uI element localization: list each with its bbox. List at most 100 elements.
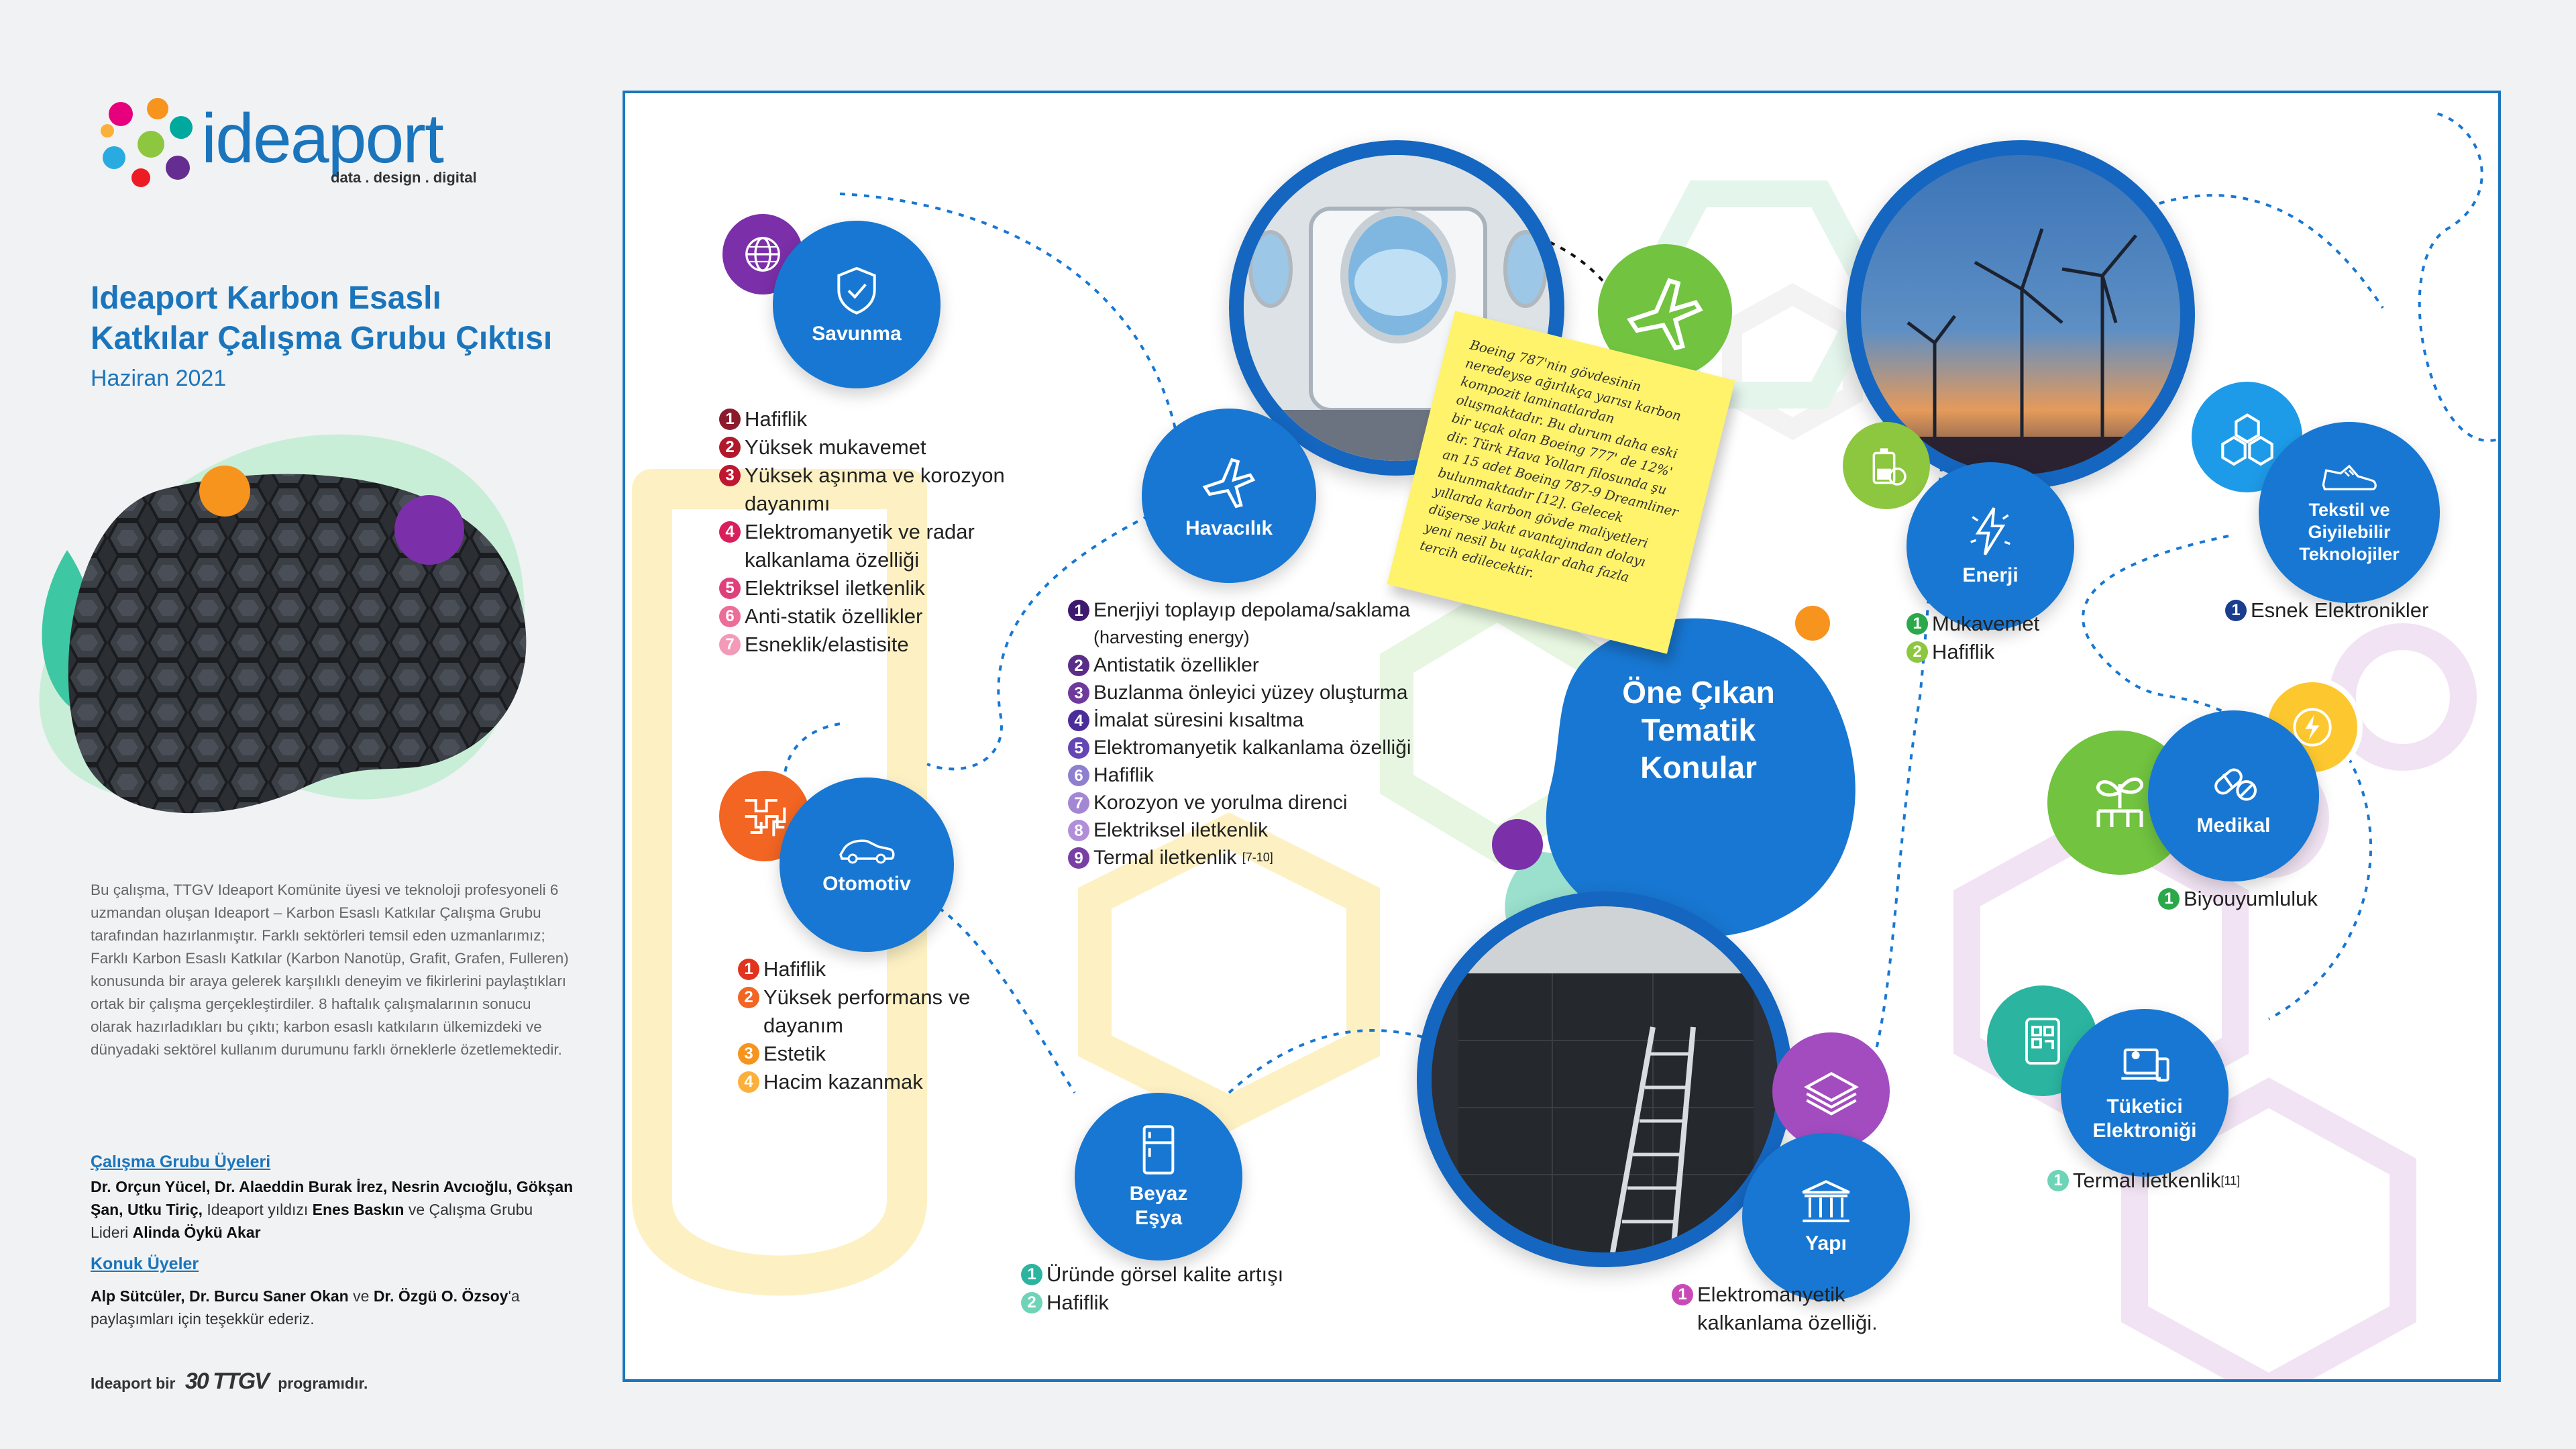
sector-medikal[interactable]: Medikal — [2148, 710, 2319, 881]
num-badge: 4 — [1068, 710, 1089, 731]
item-text: Korozyon ve yorulma direnci — [1093, 792, 1348, 814]
item-text: Antistatik özellikler — [1093, 654, 1259, 676]
num-badge: 9 — [1068, 847, 1089, 869]
havacilik-label: Havacılık — [1185, 517, 1273, 539]
num-badge: 1 — [719, 409, 741, 430]
item-text: Hafiflik — [763, 957, 826, 981]
building-icon — [1802, 1180, 1850, 1222]
list-item-sub: (harvesting energy) — [1068, 624, 1444, 651]
beyaz-esya-label-1: Beyaz — [1129, 1183, 1188, 1205]
num-badge: 6 — [719, 606, 741, 627]
sector-tuketici-elektronigi[interactable]: Tüketici Elektroniği — [2061, 1009, 2229, 1177]
sector-beyaz-esya[interactable]: Beyaz Eşya — [1075, 1093, 1242, 1260]
ttgv-logo: 30 TTGV — [184, 1368, 270, 1394]
sector-tekstil[interactable]: Tekstil ve Giyilebilir Teknolojiler — [2259, 422, 2440, 603]
beyaz-esya-label-2: Eşya — [1134, 1207, 1183, 1229]
carbon-blob-image — [39, 434, 527, 814]
citation: [11] — [2220, 1174, 2241, 1187]
item-text: (harvesting energy) — [1093, 627, 1250, 647]
item-text: Elektromanyetik kalkanlama özelliği. — [1697, 1283, 1878, 1334]
sector-havacilik[interactable]: Havacılık — [1142, 409, 1316, 583]
center-title-line-1: Öne Çıkan — [1622, 675, 1775, 710]
num-badge: 2 — [738, 987, 759, 1008]
num-badge: 2 — [719, 437, 741, 458]
num-badge: 1 — [2047, 1170, 2069, 1191]
logo-wordmark: ideaport — [201, 100, 444, 178]
item-text: Esnek Elektronikler — [2251, 598, 2429, 622]
item-text: Termal iletkenlik — [1093, 847, 1237, 869]
tekstil-label: Tekstil ve Giyilebilir Teknolojiler — [2299, 499, 2400, 566]
item-text: Enerjiyi toplayıp depolama/saklama — [1093, 599, 1410, 621]
guests-names: Alp Sütcüler, Dr. Burcu Saner Okan — [91, 1287, 349, 1305]
sector-yapi[interactable]: Yapı — [1742, 1133, 1910, 1301]
item-text: İmalat süresini kısaltma — [1093, 709, 1304, 731]
members-and: ve Çalışma Grubu Lideri — [91, 1201, 533, 1241]
item-text: Yüksek performans ve dayanım — [763, 985, 971, 1037]
sector-otomotiv[interactable]: Otomotiv — [780, 777, 954, 952]
sticky-note-text: Boeing 787'nin gövdesinin neredeyse ağır… — [1418, 337, 1683, 586]
num-badge: 1 — [1907, 613, 1928, 635]
num-badge: 1 — [738, 959, 759, 980]
num-badge: 2 — [1068, 655, 1089, 676]
guests-last: Dr. Özgü O. Özsoy — [373, 1287, 508, 1305]
construction-image — [1432, 906, 1778, 1252]
yapi-label: Yapı — [1805, 1232, 1847, 1254]
item-text: Hacim kazanmak — [763, 1070, 923, 1093]
item-text: Elektriksel iletkenlik — [1093, 819, 1269, 841]
shield-icon — [837, 266, 876, 315]
num-badge: 7 — [719, 634, 741, 655]
item-text: Termal iletkenlik — [2073, 1169, 2221, 1192]
num-badge: 1 — [2225, 600, 2247, 621]
report-date: Haziran 2021 — [91, 366, 227, 391]
guests-thanks: 'a paylaşımları için teşekkür ederiz. — [91, 1287, 520, 1328]
sector-savunma[interactable]: Savunma — [773, 221, 941, 388]
item-text: Hafiflik — [1046, 1291, 1110, 1314]
item-text: Hafiflik — [1093, 764, 1155, 786]
sector-enerji[interactable]: Enerji — [1907, 462, 2074, 630]
item-text: Mukavemet — [1932, 612, 2040, 635]
fridge-icon — [1142, 1125, 1175, 1175]
layers-icon — [1772, 1032, 1890, 1150]
tuketici-label-2: Elektroniği — [2092, 1120, 2197, 1142]
num-badge: 7 — [1068, 792, 1089, 814]
lightning-icon — [1970, 507, 2010, 555]
tuketici-label-1: Tüketici — [2106, 1095, 2183, 1118]
item-text: Buzlanma önleyici yüzey oluşturma — [1093, 682, 1408, 704]
members-star: Enes Baskın — [312, 1201, 405, 1218]
footer-post: programıdır. — [278, 1375, 368, 1392]
num-badge: 1 — [1672, 1284, 1693, 1305]
otomotiv-label: Otomotiv — [822, 873, 911, 895]
enerji-label: Enerji — [1962, 564, 2019, 586]
savunma-label: Savunma — [812, 323, 902, 345]
hexagon-network-icon — [2192, 382, 2302, 492]
center-title-line-2: Tematik — [1641, 712, 1756, 747]
num-badge: 3 — [719, 465, 741, 486]
num-badge: 1 — [1021, 1264, 1042, 1285]
item-text: Hafiflik — [745, 407, 808, 431]
report-description: Bu çalışma, TTGV Ideaport Komünite üyesi… — [91, 881, 569, 1058]
members-mid: Ideaport yıldızı — [203, 1201, 313, 1218]
construction-photo — [1417, 892, 1792, 1267]
